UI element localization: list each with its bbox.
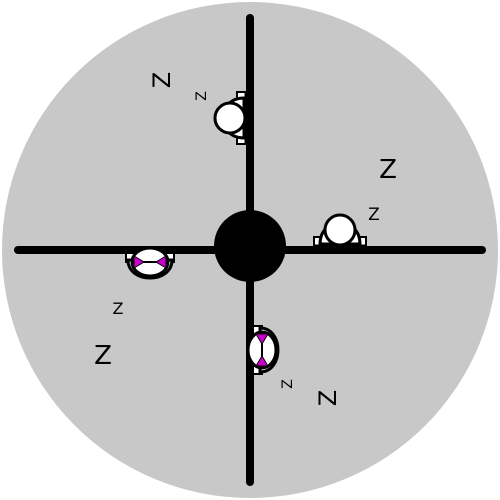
sleep-mark-top-large: Z (148, 72, 176, 88)
sleep-mark-right-small: Z (368, 205, 380, 225)
sleep-mark-left-large: Z (94, 341, 112, 371)
sleep-mark-bottom-large: Z (314, 390, 342, 406)
critter-bottom (246, 324, 280, 376)
sleep-mark-right-large: Z (379, 155, 397, 185)
sleep-mark-bottom-small: Z (280, 379, 296, 389)
sleep-mark-top-small: Z (194, 91, 210, 101)
critter-left (124, 246, 176, 280)
center-hub (214, 210, 286, 282)
sleep-mark-left-small: Z (113, 299, 124, 318)
